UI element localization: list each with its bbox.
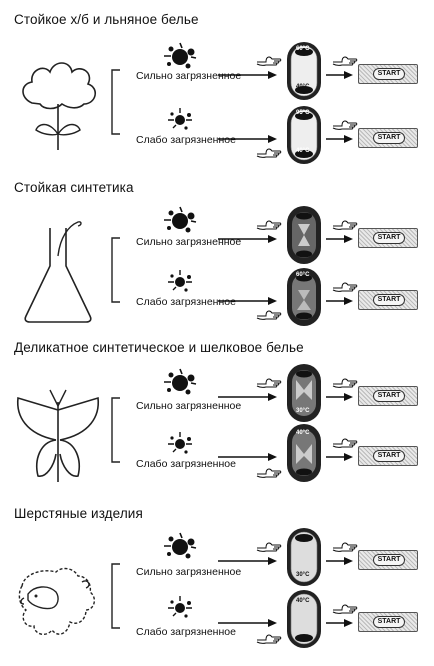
start-button[interactable]: START <box>358 64 418 84</box>
hand-pointer-icon <box>332 542 358 552</box>
temp-top-label: 60°C <box>296 46 310 52</box>
row-label: Слабо загрязненное <box>136 626 236 638</box>
row-label: Слабо загрязненное <box>136 458 236 470</box>
flask-icon <box>24 221 92 323</box>
arrow-icon <box>326 453 353 461</box>
row-label: Сильно загрязненное <box>136 70 242 82</box>
temperature-knob[interactable] <box>284 526 324 588</box>
bracket <box>111 69 120 135</box>
row-label: Слабо загрязненное <box>136 296 236 308</box>
temperature-knob[interactable] <box>284 104 324 166</box>
bracket <box>111 563 120 629</box>
section-cotton-linen: Стойкое х/б и льняное белье Сильно загря… <box>0 12 434 172</box>
temp-top-label: 60°C <box>296 272 310 278</box>
arrow-icon <box>218 71 277 79</box>
temp-bottom-label: 30°C <box>296 572 310 578</box>
start-button[interactable]: START <box>358 386 418 406</box>
start-button[interactable]: START <box>358 446 418 466</box>
heavy-stain-icon <box>158 366 204 398</box>
section-wool: Шерстяные изделия Сильно загрязненное 30… <box>0 506 434 666</box>
hand-pointer-icon <box>332 120 358 130</box>
arrow-icon <box>326 393 353 401</box>
butterfly-icon <box>16 389 100 482</box>
hand-pointer-icon <box>256 56 282 66</box>
row-light: Слабо загрязненное 40°C START <box>0 588 434 648</box>
temperature-knob[interactable] <box>284 266 324 328</box>
start-button[interactable]: START <box>358 228 418 248</box>
row-heavy: Сильно загрязненное 30°C START <box>0 362 434 422</box>
temperature-knob[interactable] <box>284 422 324 484</box>
row-label: Слабо загрязненное <box>136 134 236 146</box>
start-button[interactable]: START <box>358 290 418 310</box>
hand-pointer-icon <box>256 220 282 230</box>
hand-pointer-icon <box>256 542 282 552</box>
section-durable-synthetics: Стойкая синтетика Сильно загрязненное ST… <box>0 180 434 340</box>
section-title: Стойкое х/б и льняное белье <box>14 12 199 27</box>
arrow-icon <box>326 557 353 565</box>
arrow-icon <box>326 297 353 305</box>
hand-pointer-icon <box>256 310 282 320</box>
temp-bottom-label: 30°C <box>296 408 310 414</box>
section-delicate-silk: Деликатное синтетическое и шелковое бель… <box>0 340 434 500</box>
temp-bottom-label: 40°C <box>296 148 310 154</box>
heavy-stain-icon <box>158 40 204 72</box>
heavy-stain-icon <box>158 204 204 236</box>
temperature-knob[interactable] <box>284 362 324 424</box>
arrow-icon <box>218 235 277 243</box>
light-stain-icon <box>158 428 204 460</box>
arrow-icon <box>326 235 353 243</box>
temperature-knob[interactable] <box>284 40 324 102</box>
hand-pointer-icon <box>256 468 282 478</box>
bracket <box>111 237 120 303</box>
hand-pointer-icon <box>256 378 282 388</box>
row-light: Слабо загрязненное 40°C START <box>0 422 434 482</box>
start-button[interactable]: START <box>358 128 418 148</box>
arrow-icon <box>218 135 277 143</box>
row-label: Сильно загрязненное <box>136 400 242 412</box>
temp-top-label: 40°C <box>296 598 310 604</box>
row-heavy: Сильно загрязненное START <box>0 204 434 264</box>
row-heavy: Сильно загрязненное 60°C 40°C START <box>0 40 434 100</box>
light-stain-icon <box>158 266 204 298</box>
start-button[interactable]: START <box>358 550 418 570</box>
row-label: Сильно загрязненное <box>136 566 242 578</box>
hand-pointer-icon <box>332 604 358 614</box>
light-stain-icon <box>158 592 204 624</box>
hand-pointer-icon <box>332 220 358 230</box>
temperature-knob[interactable] <box>284 204 324 266</box>
section-title: Деликатное синтетическое и шелковое бель… <box>14 340 304 355</box>
section-title: Шерстяные изделия <box>14 506 143 521</box>
hand-pointer-icon <box>332 282 358 292</box>
hand-pointer-icon <box>256 634 282 644</box>
arrow-icon <box>218 619 277 627</box>
arrow-icon <box>326 71 353 79</box>
arrow-icon <box>218 453 277 461</box>
light-stain-icon <box>158 104 204 136</box>
temp-top-label: 40°C <box>296 430 310 436</box>
arrow-icon <box>218 393 277 401</box>
row-label: Сильно загрязненное <box>136 236 242 248</box>
hand-pointer-icon <box>256 148 282 158</box>
arrow-icon <box>326 135 353 143</box>
arrow-icon <box>218 297 277 305</box>
arrow-icon <box>218 557 277 565</box>
heavy-stain-icon <box>158 530 204 562</box>
row-light: Слабо загрязненное 95°C 40°C START <box>0 104 434 164</box>
arrow-icon <box>326 619 353 627</box>
row-heavy: Сильно загрязненное 30°C START <box>0 526 434 586</box>
row-light: Слабо загрязненное 60°C START <box>0 266 434 326</box>
cotton-plant-icon <box>22 62 96 150</box>
section-title: Стойкая синтетика <box>14 180 134 195</box>
sheep-icon <box>18 567 96 636</box>
temp-top-label: 95°C <box>296 110 310 116</box>
bracket <box>111 397 120 463</box>
temperature-knob[interactable] <box>284 588 324 650</box>
hand-pointer-icon <box>332 56 358 66</box>
temp-bottom-label: 40°C <box>296 84 310 90</box>
hand-pointer-icon <box>332 438 358 448</box>
start-button[interactable]: START <box>358 612 418 632</box>
hand-pointer-icon <box>332 378 358 388</box>
